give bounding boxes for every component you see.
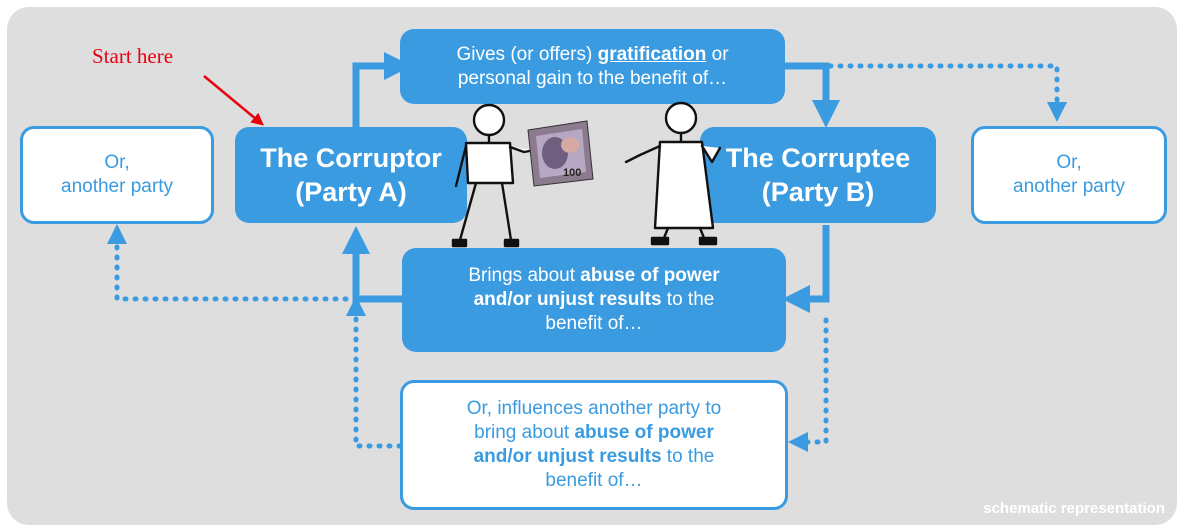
gives-text-3: or	[706, 43, 729, 65]
influences-unjust-term: and/or unjust results	[473, 446, 662, 467]
influences-text-1: Or, influences another party to	[466, 398, 722, 419]
influences-abuse-term: abuse of power	[574, 422, 714, 443]
stick-figure-corruptor	[451, 103, 537, 248]
corruptor-box: The Corruptor (Party A)	[235, 127, 467, 223]
influences-text-2: bring about	[474, 422, 575, 443]
right-other-line1: Or,	[1056, 152, 1082, 173]
corruptee-box: The Corruptee (Party B)	[700, 127, 936, 223]
arrow-corruptor-to-gives	[352, 52, 412, 130]
brings-box: Brings about abuse of power and/or unjus…	[402, 248, 786, 352]
brings-text-5: benefit of…	[545, 313, 643, 334]
schematic-footer: schematic representation	[983, 500, 1165, 517]
gives-text-4: personal gain to the benefit of…	[457, 67, 728, 89]
influences-text-5: to the	[661, 446, 715, 467]
banknote-number: 100	[563, 167, 581, 179]
dotted-arrow-to-left-party	[107, 224, 359, 302]
start-here-label: Start here	[92, 44, 174, 68]
gives-box: Gives (or offers) gratification or perso…	[400, 29, 785, 104]
left-other-line2: another party	[61, 176, 173, 197]
dotted-arrow-to-influences	[788, 317, 829, 452]
dotted-arrow-to-right-party	[787, 63, 1067, 122]
influences-box: Or, influences another party to bring ab…	[400, 380, 788, 510]
banknote-icon: 100	[527, 120, 594, 187]
brings-text-4: to the	[661, 289, 715, 310]
corruptee-subtitle: (Party B)	[761, 177, 875, 207]
left-other-line1: Or,	[104, 152, 130, 173]
influences-text-6: benefit of…	[545, 470, 643, 491]
gratification-term: gratification	[597, 43, 707, 65]
corruptor-title: The Corruptor	[260, 143, 442, 173]
stick-figure-corruptee	[624, 101, 722, 246]
corruptor-subtitle: (Party A)	[295, 177, 407, 207]
left-other-party-box: Or, another party	[20, 126, 214, 224]
right-other-line2: another party	[1013, 176, 1125, 197]
brings-abuse-term: abuse of power	[580, 265, 720, 286]
arrow-corruptee-to-brings	[782, 225, 830, 313]
brings-text-1: Brings about	[468, 265, 581, 286]
corruptee-title: The Corruptee	[725, 143, 911, 173]
right-other-party-box: Or, another party	[971, 126, 1167, 224]
gives-text-1: Gives (or offers)	[456, 43, 598, 65]
brings-unjust-term: and/or unjust results	[473, 289, 662, 310]
